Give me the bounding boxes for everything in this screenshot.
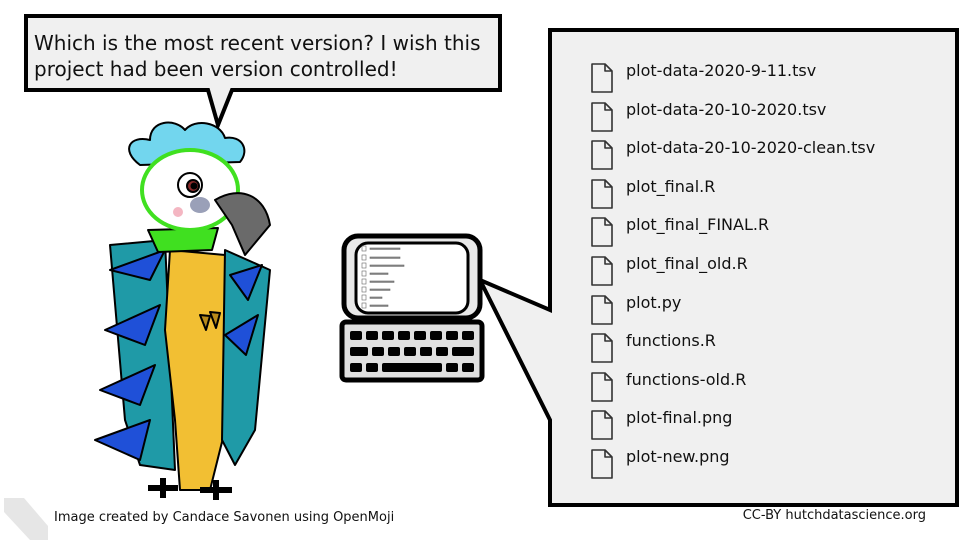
file-name: plot-data-2020-9-11.tsv xyxy=(626,61,817,80)
parrot-illustration xyxy=(94,121,271,500)
file-name: plot_final_FINAL.R xyxy=(626,215,770,235)
file-icon xyxy=(591,256,613,286)
file-name: plot-final.png xyxy=(626,408,733,428)
file-name: plot_final_old.R xyxy=(626,253,748,273)
speech-bubble-text: Which is the most recent version? I wish… xyxy=(34,31,481,81)
file-name: plot_final.R xyxy=(626,176,716,196)
file-name: functions-old.R xyxy=(626,369,747,389)
file-icon xyxy=(591,101,613,132)
file-icon xyxy=(591,449,613,479)
file-name: plot-data-20-10-2020.tsv xyxy=(626,99,827,119)
file-icon xyxy=(591,217,613,248)
file-icon xyxy=(591,178,613,209)
file-panel-shape xyxy=(475,28,959,507)
file-icon xyxy=(591,294,613,325)
license-text: CC-BY hutchdatascience.org xyxy=(742,508,926,523)
file-icon xyxy=(591,140,613,170)
computer-icon xyxy=(339,233,485,383)
file-name: plot.py xyxy=(626,292,682,312)
image-credit: Image created by Candace Savonen using O… xyxy=(54,510,395,525)
file-name: plot-new.png xyxy=(626,446,730,466)
openmoji-mark-icon xyxy=(4,498,48,540)
file-name: functions.R xyxy=(626,331,716,351)
speech-bubble-shape xyxy=(24,14,502,132)
file-name: plot-data-20-10-2020-clean.tsv xyxy=(626,138,876,158)
file-icon xyxy=(591,371,613,402)
file-icon xyxy=(591,333,613,363)
file-icon xyxy=(591,63,613,93)
file-icon xyxy=(591,410,613,441)
